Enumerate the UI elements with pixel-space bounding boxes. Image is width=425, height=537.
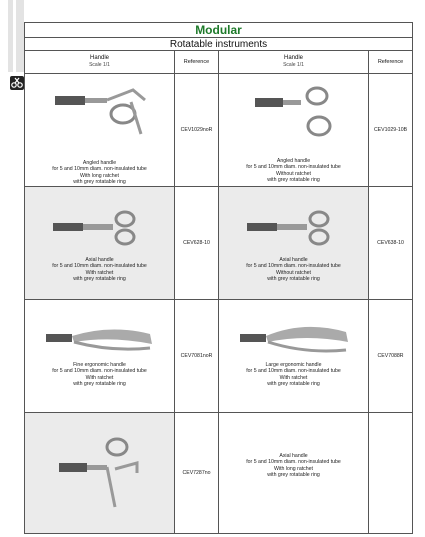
reference-code — [367, 412, 414, 534]
scissors-icon — [10, 76, 24, 90]
sidebar-tab — [8, 0, 24, 72]
caption-line: Axial handle — [279, 453, 308, 459]
caption-line: Axial handle — [85, 257, 114, 263]
reference-code: CEV638-10 — [367, 186, 414, 300]
reference-code: CEV7088R — [367, 299, 414, 413]
caption-line: with grey rotatable ring — [73, 276, 126, 283]
caption-line: for 5 and 10mm diam. non-insulated tube — [52, 263, 147, 270]
column-label: Handle — [283, 55, 303, 61]
caption-line: Without ratchet — [276, 269, 311, 276]
caption-line: Fine ergonomic handle — [73, 362, 126, 368]
column-header-reference: Reference — [174, 50, 219, 74]
page-title: Modular — [23, 22, 414, 38]
caption-line: with grey rotatable ring — [73, 179, 126, 186]
caption-line: for 5 and 10mm diam. non-insulated tube — [246, 263, 341, 270]
reference-code: CEV628-10 — [174, 186, 219, 300]
caption-line: with grey rotatable ring — [267, 177, 320, 184]
angled-handle-image — [254, 86, 331, 137]
caption-line: for 5 and 10mm diam. non-insulated tube — [246, 164, 341, 171]
caption-line: with grey rotatable ring — [267, 472, 320, 479]
page-sidebar — [0, 0, 24, 537]
caption-line: With long ratchet — [274, 465, 313, 472]
product-cell — [24, 412, 175, 534]
page-subtitle: Rotatable instruments — [23, 37, 414, 51]
reference-code: CEV7081noR — [174, 299, 219, 413]
caption-line: with grey rotatable ring — [73, 381, 126, 388]
caption-line: for 5 and 10mm diam. non-insulated tube — [52, 166, 147, 173]
angled-handle-image — [58, 437, 138, 508]
caption-line: Without ratchet — [276, 170, 311, 177]
caption-line: With ratchet — [279, 374, 308, 381]
column-scale: Scale 1/1 — [89, 62, 110, 68]
reference-code: CEV1029-10B — [367, 73, 414, 187]
axial-handle-image — [52, 210, 135, 246]
caption-line: Axial handle — [279, 257, 308, 263]
caption-line: Angled handle — [276, 158, 311, 164]
caption-line: Large ergonomic handle — [265, 362, 322, 368]
caption-line: for 5 and 10mm diam. non-insulated tube — [52, 368, 147, 375]
reference-code: CEV7287no — [174, 412, 219, 534]
column-header-reference: Reference — [367, 50, 414, 74]
angled-handle-image — [54, 88, 146, 135]
caption-line: With long ratchet — [80, 172, 119, 179]
caption-line: for 5 and 10mm diam. non-insulated tube — [246, 459, 341, 466]
caption-line: with grey rotatable ring — [267, 381, 320, 388]
axial-handle-image — [246, 210, 329, 246]
column-label: Handle — [89, 55, 109, 61]
caption-line: With ratchet — [85, 374, 114, 381]
caption-line: Angled handle — [82, 160, 117, 166]
ergonomic-handle-image — [45, 329, 152, 351]
caption-line: With ratchet — [85, 269, 114, 276]
ergonomic-handle-image — [239, 326, 348, 353]
reference-code: CEV1029noR — [174, 73, 219, 187]
caption-line: with grey rotatable ring — [267, 276, 320, 283]
caption-line: for 5 and 10mm diam. non-insulated tube — [246, 368, 341, 375]
column-scale: Scale 1/1 — [283, 62, 304, 68]
